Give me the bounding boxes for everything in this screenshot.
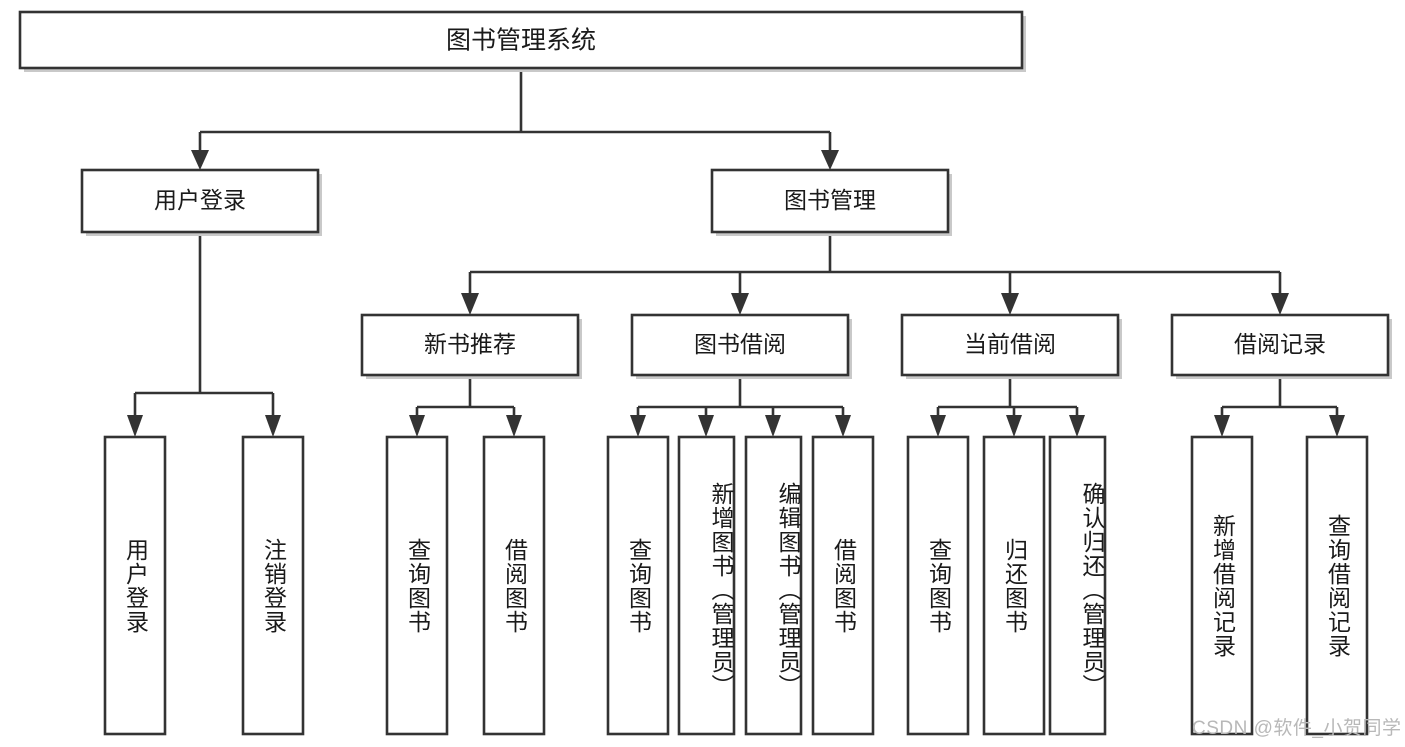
node-leaf-add-borrow-rec[interactable]: [1190, 435, 1254, 736]
node-new-book-rec[interactable]: [360, 313, 580, 377]
arrow-head-leaf-query-book-c: [930, 415, 946, 437]
arrow-head-book-borrow: [731, 293, 749, 315]
arrow-head-leaf-user-logout: [265, 415, 281, 437]
node-leaf-add-book-admin[interactable]: [677, 435, 736, 736]
node-leaf-borrow-book-rec[interactable]: [482, 435, 546, 736]
arrow-head-borrow-record: [1271, 293, 1289, 315]
arrow-head-leaf-add-book-admin: [698, 415, 714, 437]
arrow-head-leaf-borrow-book-rec: [506, 415, 522, 437]
arrow-head-leaf-query-borrow-rec: [1329, 415, 1345, 437]
node-borrow-record[interactable]: [1170, 313, 1390, 377]
node-leaf-query-borrow-rec[interactable]: [1305, 435, 1369, 736]
arrow-head-current-borrow: [1001, 293, 1019, 315]
arrow-head-new-book-rec: [461, 293, 479, 315]
arrow-head-leaf-query-book-b: [630, 415, 646, 437]
arrow-head-leaf-user-login: [127, 415, 143, 437]
node-new-book-rec-label: 新书推荐: [424, 331, 516, 357]
node-leaf-edit-book-admin[interactable]: [744, 435, 803, 736]
node-book-manage-label: 图书管理: [784, 187, 876, 213]
csdn-watermark: CSDN @软件_小贺同学: [1192, 718, 1402, 739]
connectors: [127, 68, 1345, 437]
node-user-login-label: 用户登录: [154, 187, 246, 213]
node-leaf-confirm-return[interactable]: [1048, 435, 1107, 736]
arrow-head-book-manage: [821, 150, 839, 170]
node-book-borrow[interactable]: [630, 313, 850, 377]
node-book-borrow-label: 图书借阅: [694, 331, 786, 357]
arrow-head-leaf-borrow-book-b: [835, 415, 851, 437]
arrow-head-user-login: [191, 150, 209, 170]
node-leaf-query-book-rec[interactable]: [385, 435, 449, 736]
node-root[interactable]: [18, 10, 1024, 70]
arrow-head-leaf-return-book: [1006, 415, 1022, 437]
node-root-label: 图书管理系统: [446, 27, 596, 55]
arrow-head-leaf-add-borrow-rec: [1214, 415, 1230, 437]
node-leaf-query-book-b[interactable]: [606, 435, 670, 736]
node-current-borrow-label: 当前借阅: [964, 331, 1056, 357]
node-leaf-user-logout[interactable]: [241, 435, 305, 736]
node-leaf-user-login[interactable]: [103, 435, 167, 736]
node-leaf-return-book[interactable]: [982, 435, 1046, 736]
node-user-login[interactable]: [80, 168, 320, 234]
node-borrow-record-label: 借阅记录: [1234, 331, 1326, 357]
node-current-borrow[interactable]: [900, 313, 1120, 377]
node-boxes: 图书管理系统 用户登录 图书管理 新书推荐 图书借阅 当前借阅 借阅记录: [18, 10, 1392, 736]
node-leaf-query-book-c[interactable]: [906, 435, 970, 736]
arrow-head-leaf-confirm-return: [1069, 415, 1085, 437]
arrow-head-leaf-edit-book-admin: [765, 415, 781, 437]
arrow-head-leaf-query-book-rec: [409, 415, 425, 437]
node-book-manage[interactable]: [710, 168, 950, 234]
node-leaf-borrow-book-b[interactable]: [811, 435, 875, 736]
